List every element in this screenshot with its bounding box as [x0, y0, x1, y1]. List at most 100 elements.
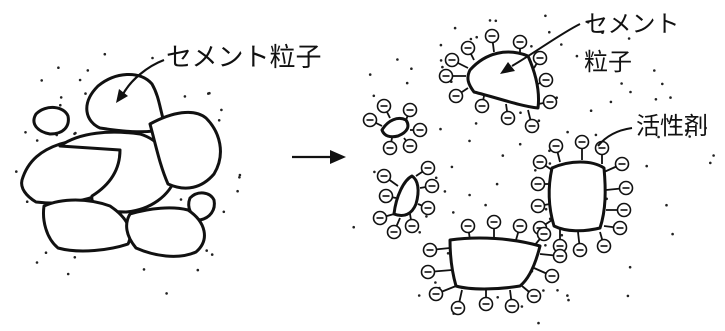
medium-dot: [537, 119, 541, 122]
cement-particle-shape: [547, 160, 607, 233]
medium-dot: [671, 232, 674, 236]
medium-dot: [208, 91, 211, 95]
medium-dot: [544, 244, 547, 247]
medium-dot: [59, 96, 63, 99]
medium-dot: [654, 98, 658, 101]
medium-dot: [179, 198, 183, 201]
medium-dot: [66, 272, 70, 276]
cement-particle-shape: [380, 116, 410, 139]
medium-dot: [544, 14, 547, 18]
medium-dot: [556, 289, 559, 292]
medium-dot: [418, 231, 422, 234]
medium-dot: [653, 69, 656, 72]
medium-dot: [548, 30, 551, 34]
medium-dot: [165, 292, 168, 295]
medium-dot: [537, 321, 540, 325]
medium-dot: [688, 135, 691, 138]
medium-dot: [372, 94, 376, 98]
medium-dot: [627, 37, 631, 40]
medium-dot: [222, 210, 226, 214]
left-arrowhead: [116, 89, 128, 103]
floc-particle-bottom-right: [125, 206, 206, 258]
medium-dot: [103, 52, 107, 56]
medium-dot: [425, 215, 428, 218]
medium-dot: [74, 131, 77, 135]
medium-dot: [443, 190, 447, 193]
medium-dot: [469, 37, 473, 41]
left-leader-arrow: [121, 58, 165, 97]
right-particle-label-line1: セメント: [584, 10, 680, 38]
medium-dot: [396, 58, 399, 61]
medium-dot: [441, 65, 444, 69]
medium-dot: [484, 203, 487, 207]
medium-dot: [475, 35, 479, 39]
medium-dot: [439, 59, 443, 62]
medium-dot: [40, 79, 43, 82]
medium-dot: [210, 253, 214, 256]
medium-dot: [495, 182, 499, 186]
floc-particle-bottom: [42, 198, 132, 253]
medium-dot: [704, 126, 707, 130]
medium-dot: [530, 45, 533, 48]
medium-dot: [544, 207, 548, 211]
medium-dot: [405, 81, 409, 85]
medium-dot: [373, 170, 376, 174]
right-particle-label-line2: 粒子: [584, 48, 632, 76]
medium-dot: [142, 268, 146, 271]
medium-dot: [518, 142, 522, 146]
medium-dot: [494, 19, 498, 23]
floc-particle-right: [148, 110, 222, 190]
medium-dot: [709, 161, 712, 165]
medium-dot: [183, 95, 187, 98]
medium-dot: [519, 111, 522, 114]
medium-dot: [712, 154, 715, 157]
medium-dot: [626, 294, 630, 298]
medium-dot: [496, 296, 500, 299]
medium-dot: [220, 108, 223, 112]
medium-dot: [410, 67, 413, 70]
medium-dot: [59, 103, 62, 107]
medium-dot: [520, 305, 524, 308]
medium-dot: [620, 82, 623, 85]
medium-dot: [575, 54, 579, 58]
dispersed-particle-small-lower: [372, 160, 440, 240]
medium-dot: [594, 133, 598, 137]
medium-dot: [78, 78, 82, 82]
medium-dot: [567, 298, 570, 302]
dispersed-particles: [362, 28, 634, 316]
dispersed-particle-top: [438, 28, 558, 134]
medium-dot: [566, 130, 569, 134]
medium-dot: [35, 261, 39, 264]
medium-dot: [84, 92, 87, 95]
medium-dot: [439, 43, 443, 47]
medium-dot: [609, 100, 613, 104]
medium-dot: [439, 127, 442, 131]
medium-dot: [25, 200, 29, 203]
medium-dot: [468, 139, 471, 143]
medium-dot: [57, 66, 60, 69]
right-arrowhead: [500, 62, 515, 74]
medium-dot: [217, 119, 221, 122]
medium-dot: [151, 56, 154, 60]
medium-dot: [566, 294, 569, 297]
medium-dot: [452, 211, 455, 214]
medium-dot: [44, 251, 48, 254]
medium-dot: [661, 82, 664, 86]
medium-dot: [434, 281, 437, 284]
medium-dot: [35, 139, 39, 142]
medium-dot: [548, 162, 552, 165]
floc-particle-small-left: [32, 106, 70, 136]
medium-dot: [589, 109, 593, 112]
medium-dot: [601, 31, 604, 34]
medium-dot: [673, 125, 676, 128]
surfactant-leader-line: [597, 127, 633, 147]
medium-dot: [684, 129, 688, 132]
cement-particle-shape: [392, 174, 420, 218]
dispersed-particle-bottom: [420, 214, 568, 316]
medium-dot: [560, 43, 563, 46]
medium-dot: [196, 268, 200, 272]
medium-dot: [542, 289, 545, 292]
cement-particle-shape: [448, 236, 542, 291]
floc-particle-center: [58, 130, 178, 214]
